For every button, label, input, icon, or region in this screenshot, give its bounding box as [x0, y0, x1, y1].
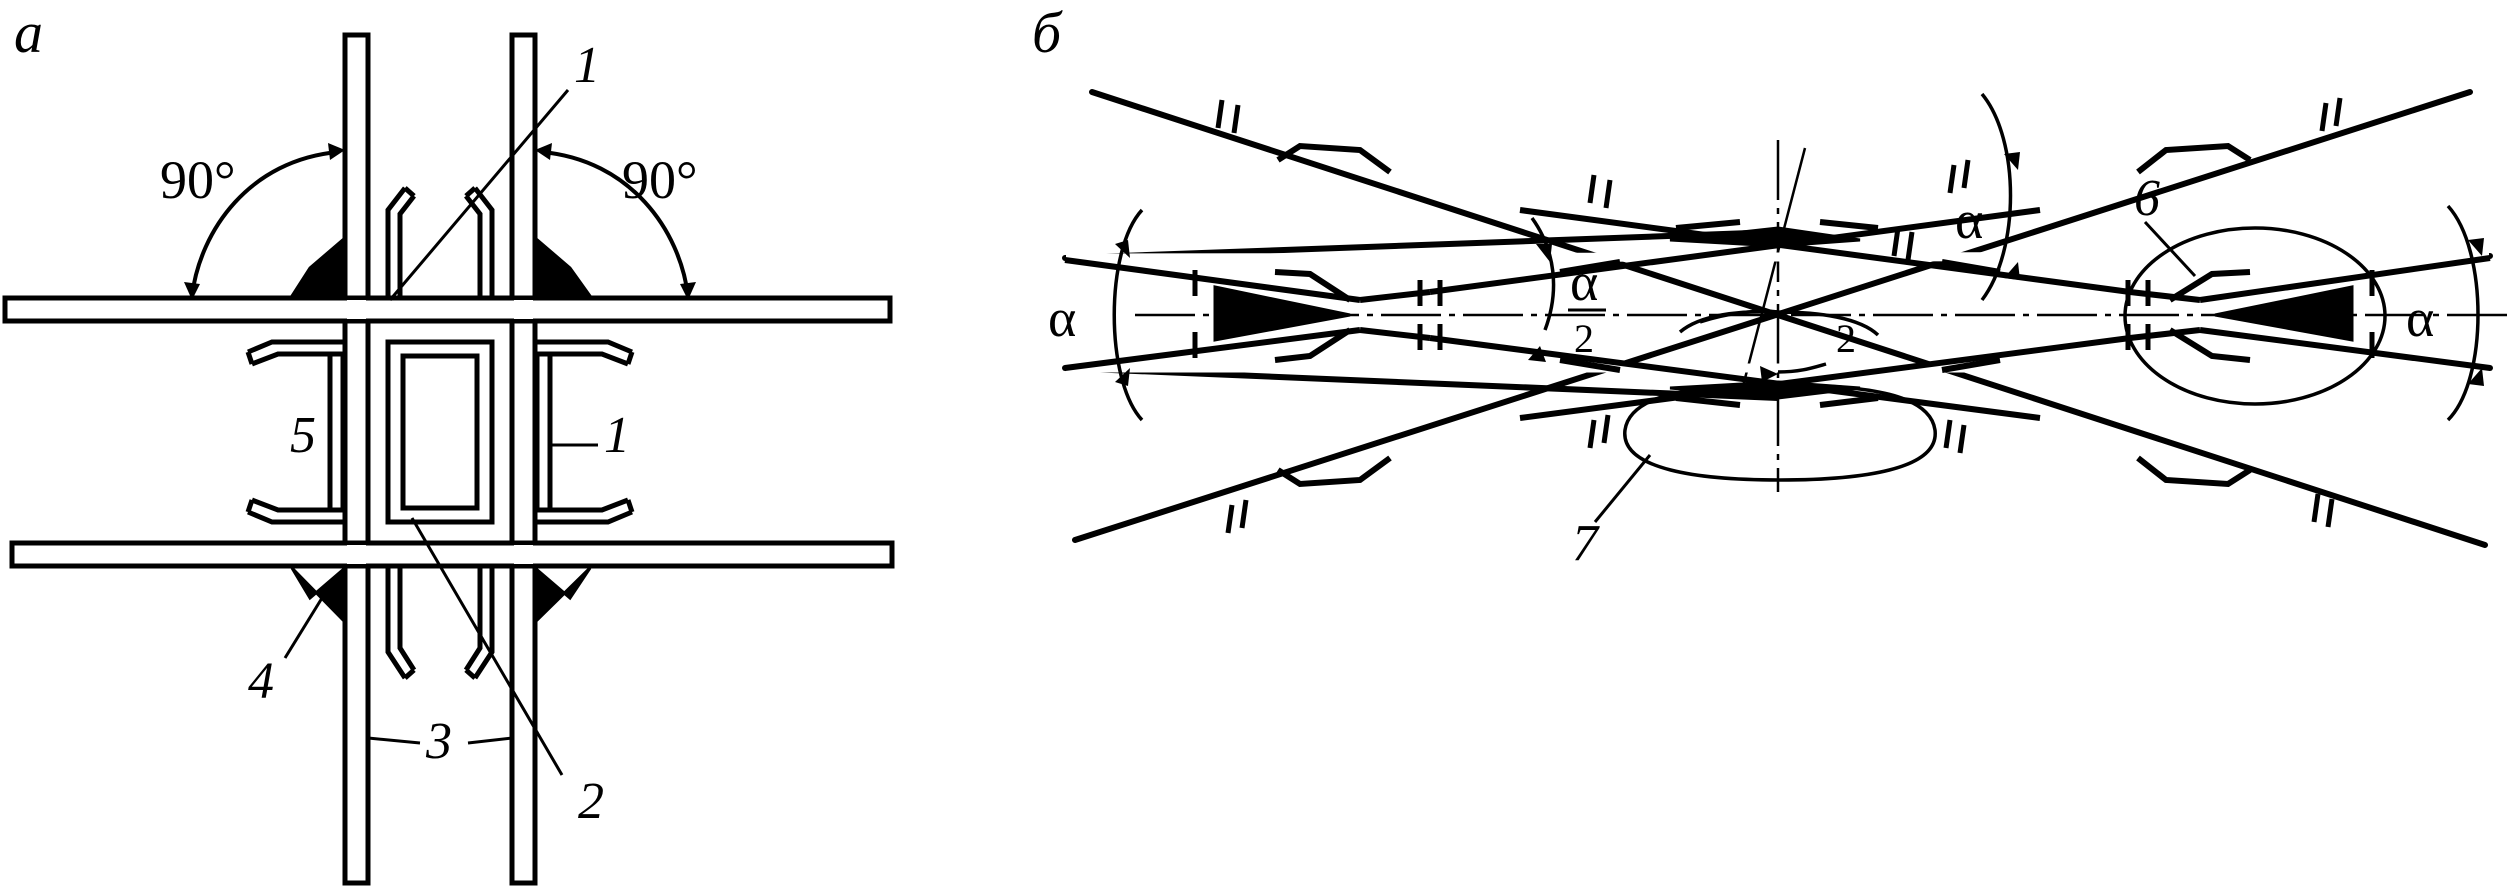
corner-plate-bottom-right — [533, 564, 592, 626]
central-frame — [385, 339, 495, 525]
skew-axis — [1740, 147, 1807, 391]
half-angle-label: 2 — [1836, 316, 1856, 361]
vertical-rail-right — [509, 32, 538, 886]
horizontal-rail-top — [2, 295, 893, 324]
callout-4: 4 — [248, 653, 274, 710]
crossing-corner-plates — [289, 234, 593, 626]
angle-arcs-panel-b — [1112, 92, 2480, 422]
callout-1-top: 1 — [574, 37, 600, 94]
angle-arc-right — [541, 150, 690, 297]
leaders-panel-b — [1593, 220, 2197, 523]
angle-arc-left — [190, 150, 339, 297]
callout-2: 2 — [578, 773, 604, 830]
rail-joints — [1192, 97, 2375, 534]
leaders-panel-a — [283, 89, 598, 776]
rail-long-a — [1089, 89, 2488, 548]
angle-label-right: 90° — [622, 150, 698, 210]
frog-right — [2214, 285, 2354, 342]
frog-left — [1213, 285, 1351, 342]
alpha-half-denominator: 2 — [1574, 316, 1594, 361]
corner-plate-bottom-left — [290, 564, 347, 626]
angle-arcs-panel-a — [190, 150, 690, 297]
corner-plate-top-left — [289, 234, 347, 298]
alpha-label-top: α — [1955, 190, 1983, 250]
corner-plate-top-right — [533, 234, 593, 298]
callout-6: 6 — [2134, 170, 2160, 227]
detail-ellipse-6 — [2123, 226, 2387, 406]
rail-long-b — [1072, 89, 2473, 543]
guard-rails-panel-b — [1274, 142, 2252, 488]
detail-outline-7 — [1623, 383, 1937, 482]
guard-rails — [245, 186, 635, 680]
horizontal-rail-bottom — [9, 540, 895, 569]
angle-label-left: 90° — [160, 150, 236, 210]
alpha-half-numerator: α — [1570, 252, 1598, 312]
callout-1-right: 1 — [604, 407, 630, 464]
panel-a-label: а — [14, 0, 43, 65]
callout-7: 7 — [1572, 515, 1600, 572]
callout-3: 3 — [425, 713, 452, 770]
panel-b-label: б — [1032, 0, 1063, 65]
arrowheads-panel-a — [184, 143, 696, 300]
vertical-rail-left — [342, 32, 371, 886]
frog-center-top — [1669, 226, 1861, 248]
callout-5: 5 — [290, 407, 316, 464]
alpha-label-left: α — [1048, 288, 1076, 348]
alpha-label-right: α — [2406, 288, 2434, 348]
arrowheads-panel-b — [1115, 152, 2484, 386]
rail-pairs — [1064, 207, 2491, 421]
